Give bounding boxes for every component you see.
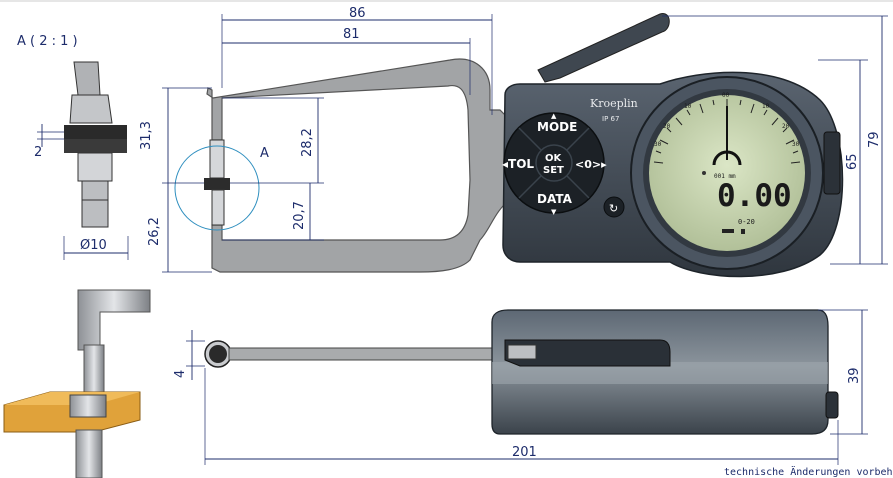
- dim-81: 81: [343, 27, 360, 42]
- dim-201: 201: [512, 445, 537, 460]
- front-dimensions: 86 81 31,3 26,2 28,2 20,7 79 65: [139, 6, 888, 273]
- dim-39: 39: [847, 367, 862, 384]
- scale-20-left: 20: [663, 123, 671, 130]
- footer-note: technische Änderungen vorbehalten: [724, 465, 893, 478]
- range-label: 0-20: [738, 218, 755, 226]
- resolution-label: 001 mm: [714, 173, 736, 180]
- detail-marker: A: [260, 146, 269, 161]
- detail-label: A ( 2 : 1 ): [17, 34, 78, 49]
- ok-button[interactable]: OK: [545, 153, 563, 164]
- side-view: 4 201 39: [173, 309, 868, 465]
- ip-rating: IP 67: [602, 115, 619, 123]
- brand-logo: Kroeplin: [590, 97, 638, 110]
- mode-arrow-icon: ▲: [551, 112, 557, 120]
- dim-31-3: 31,3: [139, 121, 154, 150]
- reset-icon: ↻: [609, 202, 618, 215]
- perspective-view: [3, 289, 151, 478]
- mode-button[interactable]: MODE: [537, 120, 577, 134]
- dim-79: 79: [867, 131, 882, 148]
- detail-a-view: A ( 2 : 1 ) 2 Ø10: [17, 34, 129, 260]
- dim-diameter-10: Ø10: [80, 238, 107, 253]
- battery-icon: [722, 229, 734, 233]
- front-view: A 00 10: [174, 13, 844, 278]
- set-button[interactable]: SET: [543, 165, 564, 176]
- dim-86: 86: [349, 6, 366, 21]
- scale-30-left: 30: [654, 141, 662, 148]
- scale-00: 00: [722, 92, 730, 99]
- dim-28-2: 28,2: [300, 128, 315, 157]
- lcd-reading: 0.00: [717, 178, 792, 214]
- lock-icon: [741, 229, 745, 234]
- dim-26-2: 26,2: [147, 217, 162, 246]
- zero-button[interactable]: <0>▸: [575, 158, 607, 171]
- dim-4: 4: [173, 370, 188, 378]
- reset-button[interactable]: [603, 196, 625, 218]
- dim-20-7: 20,7: [292, 201, 307, 230]
- data-arrow-icon: ▼: [551, 208, 557, 216]
- dim-anvil-2: 2: [34, 145, 42, 160]
- scale-20-right: 20: [782, 123, 790, 130]
- tol-button[interactable]: ◂TOL: [502, 157, 534, 171]
- dim-65: 65: [845, 153, 860, 170]
- data-button[interactable]: DATA: [537, 192, 573, 206]
- scale-30-right: 30: [792, 141, 800, 148]
- dial-scale: [653, 99, 801, 164]
- scale-10-right: 10: [762, 103, 770, 110]
- scale-10-left: 10: [684, 103, 692, 110]
